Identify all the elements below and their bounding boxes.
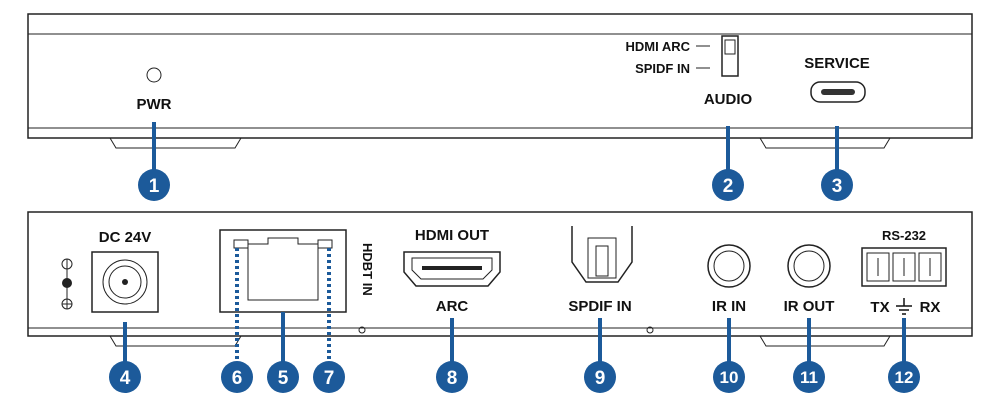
ir-out-label: IR OUT <box>784 298 835 315</box>
callout-badge-9: 9 <box>584 361 616 393</box>
callout-number-3: 3 <box>832 176 843 197</box>
ir-in-jack[interactable] <box>707 244 751 288</box>
spdif-optical-port[interactable] <box>571 226 633 283</box>
pwr-label: PWR <box>137 96 172 113</box>
callout-number-11: 11 <box>800 368 818 387</box>
callout-badge-8: 8 <box>436 361 468 393</box>
rx-label: RX <box>920 299 941 316</box>
ir-out-jack[interactable] <box>787 244 831 288</box>
callout-number-1: 1 <box>149 176 160 197</box>
callout-badge-4: 4 <box>109 361 141 393</box>
ground-icon <box>896 298 912 315</box>
front-panel <box>27 13 973 149</box>
callout-number-12: 12 <box>895 368 914 387</box>
callout-badge-10: 10 <box>713 361 745 393</box>
callout-badge-1: 1 <box>138 169 170 201</box>
switch-top-label: HDMI ARC <box>625 39 690 54</box>
callout-number-2: 2 <box>723 176 734 197</box>
rs232-label: RS-232 <box>882 228 926 243</box>
callout-number-10: 10 <box>720 368 739 387</box>
callout-badge-5: 5 <box>267 361 299 393</box>
callout-number-9: 9 <box>595 368 606 389</box>
ir-in-label: IR IN <box>712 298 746 315</box>
spdif-label: SPDIF IN <box>568 298 631 315</box>
service-label: SERVICE <box>804 55 870 72</box>
callout-badge-2: 2 <box>712 169 744 201</box>
hdmi-out-port[interactable] <box>403 251 501 287</box>
pwr-led <box>146 67 162 83</box>
audio-switch[interactable] <box>721 35 739 77</box>
switch-bottom-label: SPIDF IN <box>635 61 690 76</box>
service-port[interactable] <box>810 81 866 103</box>
hdbt-label: HDBT IN <box>360 243 375 296</box>
audio-label: AUDIO <box>704 91 753 108</box>
callout-number-6: 6 <box>232 368 243 389</box>
hdbt-rj45-port[interactable] <box>219 229 347 313</box>
arc-label: ARC <box>436 298 469 315</box>
tx-label: TX <box>870 299 889 316</box>
hdmi-out-label: HDMI OUT <box>415 227 489 244</box>
callout-number-4: 4 <box>120 368 131 389</box>
callout-badge-12: 12 <box>888 361 920 393</box>
callout-number-7: 7 <box>324 368 335 389</box>
rear-panel <box>27 211 973 347</box>
callout-badge-6: 6 <box>221 361 253 393</box>
callout-number-8: 8 <box>447 368 458 389</box>
dc-label: DC 24V <box>99 229 152 246</box>
rs232-terminal-block[interactable] <box>861 247 947 287</box>
dc-power-jack[interactable] <box>91 251 159 313</box>
callout-badge-11: 11 <box>793 361 825 393</box>
polarity-icon <box>61 258 73 310</box>
callout-badge-7: 7 <box>313 361 345 393</box>
callout-badge-3: 3 <box>821 169 853 201</box>
callout-number-5: 5 <box>278 368 289 389</box>
